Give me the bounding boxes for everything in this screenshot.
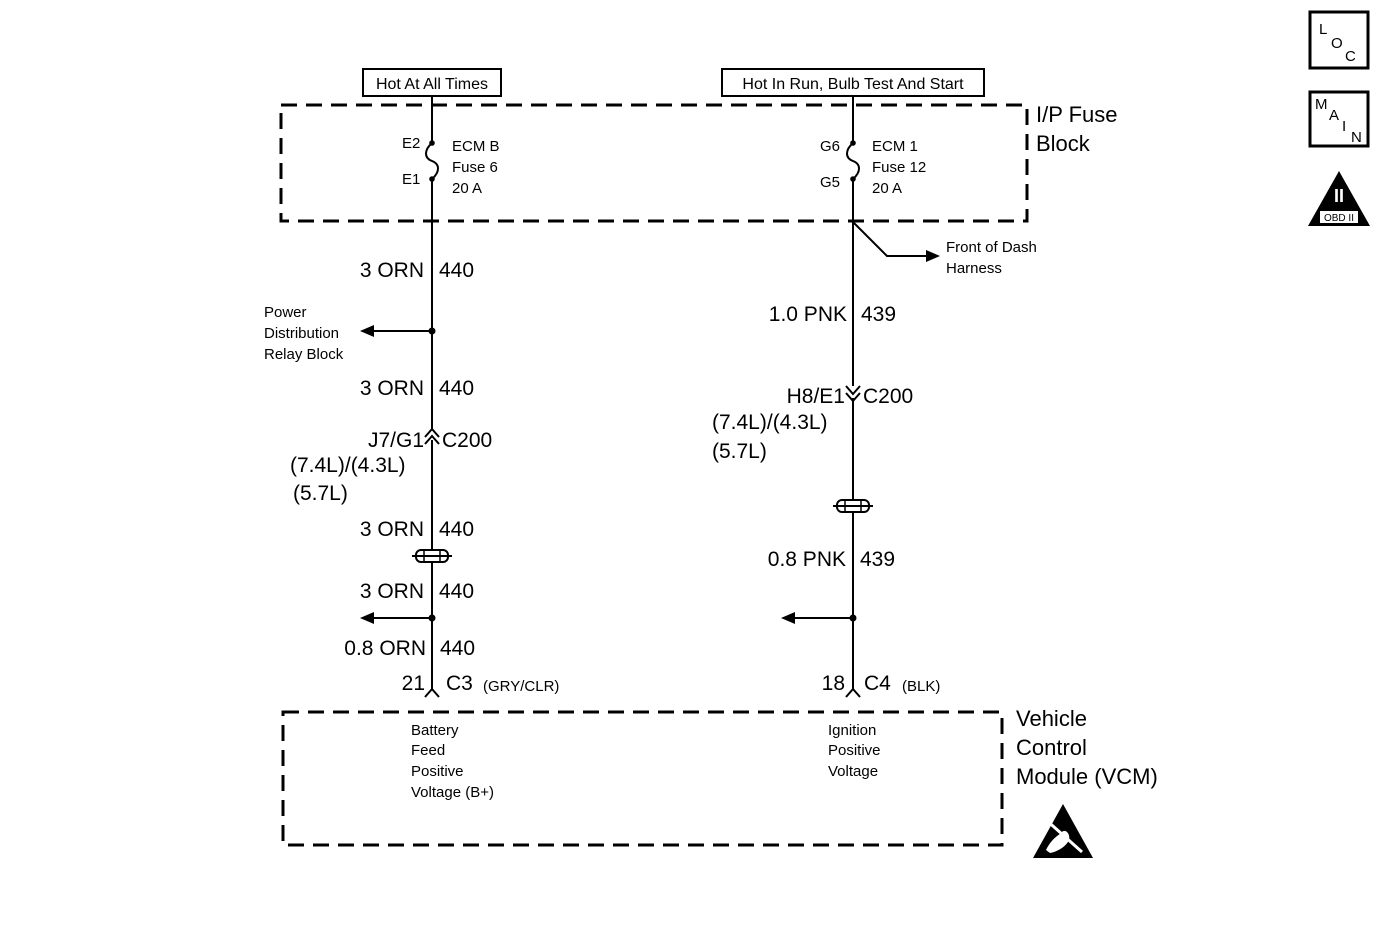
right-branch-arrow xyxy=(781,612,795,624)
right-fuse-symbol xyxy=(846,142,860,180)
left-wire2-circuit: 440 xyxy=(439,377,474,400)
main-letter-n: N xyxy=(1351,129,1362,146)
vcm-title-3: Module (VCM) xyxy=(1016,764,1158,789)
left-wire2-color: 3 ORN xyxy=(360,377,424,400)
hot-at-all-times-label: Hot At All Times xyxy=(376,76,488,93)
right-wire2-color: 0.8 PNK xyxy=(768,548,846,571)
right-c200-name: C200 xyxy=(863,385,913,408)
front-of-dash-arrow xyxy=(926,250,940,262)
battery-feed-label-4: Voltage (B+) xyxy=(411,784,494,801)
left-wire1-circuit: 440 xyxy=(439,259,474,282)
right-wire1-circuit: 439 xyxy=(861,303,896,326)
hot-in-run-label: Hot In Run, Bulb Test And Start xyxy=(742,76,964,93)
right-terminal-symbol xyxy=(845,687,861,698)
battery-feed-label-3: Positive xyxy=(411,763,464,780)
left-c200-variant-1: (7.4L)/(4.3L) xyxy=(290,454,406,477)
left-wire3-circuit: 440 xyxy=(439,518,474,541)
left-wire5-circuit: 440 xyxy=(440,637,475,660)
battery-feed-label-1: Battery xyxy=(411,722,459,739)
ignition-positive-label-2: Positive xyxy=(828,742,881,759)
obd-ii-label: OBD II xyxy=(1324,213,1354,224)
main-icon[interactable]: M A I N xyxy=(1308,90,1370,148)
left-wire3-color: 3 ORN xyxy=(360,518,424,541)
right-wire1-color: 1.0 PNK xyxy=(769,303,847,326)
front-of-dash-label-2: Harness xyxy=(946,260,1002,277)
loc-icon[interactable]: L O C xyxy=(1308,10,1370,70)
right-fuse-number: Fuse 12 xyxy=(872,159,926,176)
loc-letter-c: C xyxy=(1345,48,1356,65)
right-c200-variant-1: (7.4L)/(4.3L) xyxy=(712,411,828,434)
left-terminal-connector: C3 xyxy=(446,672,473,695)
right-c200-connector-symbol xyxy=(845,385,861,403)
main-letter-i: I xyxy=(1342,118,1346,135)
left-terminal-color: (GRY/CLR) xyxy=(483,678,559,695)
left-c200-variant-2: (5.7L) xyxy=(293,482,348,505)
ip-fuse-block-title-2: Block xyxy=(1036,131,1091,156)
ignition-positive-label-1: Ignition xyxy=(828,722,876,739)
left-fuse-rating: 20 A xyxy=(452,180,482,197)
left-fuse-name: ECM B xyxy=(452,138,500,155)
front-of-dash-branch-wire xyxy=(852,221,928,257)
ip-fuse-block-title-1: I/P Fuse xyxy=(1036,102,1118,127)
left-wire4-circuit: 440 xyxy=(439,580,474,603)
left-c200-name: C200 xyxy=(442,429,492,452)
vcm-outline xyxy=(281,710,1004,847)
left-terminal-symbol xyxy=(424,687,440,698)
power-distribution-label-3: Relay Block xyxy=(264,346,344,363)
left-branch-arrow-1 xyxy=(360,325,374,337)
vcm-title-1: Vehicle xyxy=(1016,706,1087,731)
right-fuse-pin-g5: G5 xyxy=(820,174,840,191)
left-c200-pins: J7/G1 xyxy=(368,429,424,452)
ip-fuse-block-outline xyxy=(279,103,1029,223)
main-letter-m: M xyxy=(1315,96,1328,113)
right-terminal-connector: C4 xyxy=(864,672,891,695)
right-c200-pins: H8/E1 xyxy=(787,385,845,408)
right-wire2-circuit: 439 xyxy=(860,548,895,571)
battery-feed-label-2: Feed xyxy=(411,742,445,759)
left-inline-connector-icon xyxy=(412,549,452,563)
power-distribution-label-1: Power xyxy=(264,304,307,321)
left-branch-arrow-2 xyxy=(360,612,374,624)
left-c200-connector-symbol xyxy=(424,427,440,445)
front-of-dash-label-1: Front of Dash xyxy=(946,239,1037,256)
vcm-title-2: Control xyxy=(1016,735,1087,760)
right-fuse-rating: 20 A xyxy=(872,180,902,197)
loc-letter-o: O xyxy=(1331,35,1343,52)
loc-letter-l: L xyxy=(1319,21,1327,38)
obd-ii-icon[interactable]: II OBD II xyxy=(1308,171,1370,226)
left-fuse-pin-e2: E2 xyxy=(402,135,420,152)
right-fuse-name: ECM 1 xyxy=(872,138,918,155)
obd-ii-numeral: II xyxy=(1334,186,1344,206)
left-terminal-pin: 21 xyxy=(402,672,425,695)
right-terminal-color: (BLK) xyxy=(902,678,940,695)
main-letter-a: A xyxy=(1329,107,1339,124)
right-inline-connector-icon xyxy=(833,499,873,513)
left-fuse-pin-e1: E1 xyxy=(402,171,420,188)
right-terminal-pin: 18 xyxy=(822,672,845,695)
left-fuse-symbol xyxy=(425,142,439,180)
ignition-positive-label-3: Voltage xyxy=(828,763,878,780)
left-wire1-color: 3 ORN xyxy=(360,259,424,282)
power-distribution-label-2: Distribution xyxy=(264,325,339,342)
left-wire5-color: 0.8 ORN xyxy=(344,637,426,660)
esd-sensitive-icon xyxy=(1033,804,1093,858)
right-c200-variant-2: (5.7L) xyxy=(712,440,767,463)
left-fuse-number: Fuse 6 xyxy=(452,159,498,176)
left-wire4-color: 3 ORN xyxy=(360,580,424,603)
right-fuse-pin-g6: G6 xyxy=(820,138,840,155)
